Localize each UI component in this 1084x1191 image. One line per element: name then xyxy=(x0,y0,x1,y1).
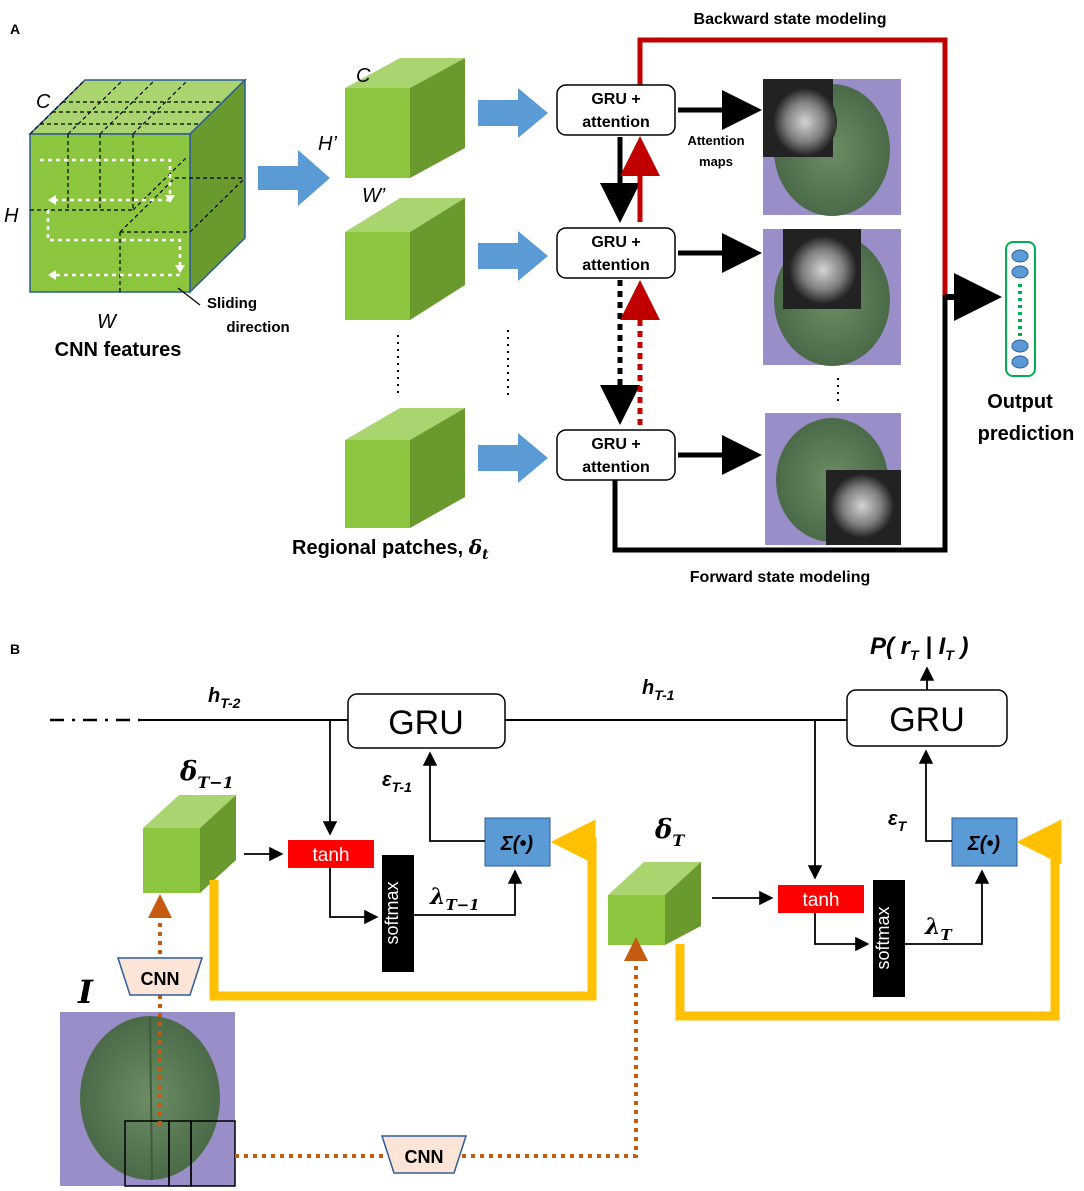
probability-label: P( rT | IT ) xyxy=(870,633,969,663)
forward-label: Forward state modeling xyxy=(690,569,870,586)
patch-delta-t xyxy=(608,862,701,945)
attention-map-2 xyxy=(763,229,901,366)
attention-map-1 xyxy=(763,79,901,216)
blue-arrow-cube xyxy=(258,150,330,206)
gru-box-1: GRU xyxy=(347,693,506,749)
sigma-to-gru-1 xyxy=(422,751,485,842)
epsilon-t: εT xyxy=(888,808,908,834)
cnn-trapezoid-2: CNN xyxy=(380,1135,468,1174)
output-label-1: Output xyxy=(987,391,1053,413)
svg-text:CNN: CNN xyxy=(405,1147,444,1167)
cube-h-label: H xyxy=(4,205,19,227)
yellow-path-1 xyxy=(209,819,597,1001)
sigma-to-gru-2 xyxy=(918,749,952,842)
svg-text:Σ(•): Σ(•) xyxy=(967,833,1000,855)
yellow-path-2 xyxy=(675,819,1062,1021)
cube-c-label: C xyxy=(36,91,51,113)
attention-maps-label-1: Attention xyxy=(687,133,744,148)
image-i-label: I xyxy=(77,973,94,1011)
delta-t: δT xyxy=(654,815,685,850)
input-leaf-image xyxy=(60,1012,236,1187)
sigma-box-1: Σ(•) xyxy=(484,817,551,867)
blue-arrow-2 xyxy=(478,231,548,281)
svg-text:softmax: softmax xyxy=(873,906,893,969)
patch-2 xyxy=(345,198,465,320)
cube-w-label: W xyxy=(97,311,118,333)
sliding-label-2: direction xyxy=(226,319,289,336)
patch-delta-t-minus-1 xyxy=(143,795,236,893)
delta-t-minus-1: δT−1 xyxy=(179,757,234,792)
softmax-to-sigma-1 xyxy=(414,869,523,916)
lambda-t-minus-1: λT−1 xyxy=(429,884,480,914)
lambda-t: λT xyxy=(924,914,953,944)
sliding-label-1: Sliding xyxy=(207,295,257,312)
panel-a-label: A xyxy=(10,21,20,37)
svg-text:GRU: GRU xyxy=(388,704,464,742)
svg-text:GRU: GRU xyxy=(889,701,965,739)
svg-text:tanh: tanh xyxy=(803,890,840,911)
cnn-trapezoid-1: CNN xyxy=(116,957,204,996)
tanh-to-softmax-2 xyxy=(814,913,870,952)
svg-text:attention: attention xyxy=(582,114,650,131)
output-label-2: prediction xyxy=(978,423,1075,445)
svg-text:softmax: softmax xyxy=(382,881,402,944)
tanh-box-1: tanh xyxy=(288,840,374,868)
gru-attention-box-3: GRU + attention xyxy=(556,429,676,481)
svg-text:GRU +: GRU + xyxy=(591,234,640,251)
patch-h-label: H’ xyxy=(318,133,337,155)
patches-caption: Regional patches, δt xyxy=(292,535,489,563)
svg-text:tanh: tanh xyxy=(313,845,350,866)
orange-path-2b xyxy=(462,937,648,1158)
softmax-box-2: softmax xyxy=(873,880,905,997)
svg-text:attention: attention xyxy=(582,257,650,274)
blue-arrow-1 xyxy=(478,88,548,138)
patch-1 xyxy=(345,58,465,178)
blue-arrow-3 xyxy=(478,433,548,483)
attention-map-3 xyxy=(765,413,901,545)
patch-3 xyxy=(345,408,465,528)
backward-label: Backward state modeling xyxy=(694,11,887,28)
cnn-feature-cube xyxy=(28,78,247,294)
svg-text:CNN: CNN xyxy=(141,969,180,989)
gru-box-2: GRU xyxy=(846,689,1008,747)
cnn-features-caption: CNN features xyxy=(55,339,182,361)
svg-text:attention: attention xyxy=(582,459,650,476)
tanh-box-2: tanh xyxy=(778,885,864,913)
softmax-to-sigma-2 xyxy=(905,869,990,945)
svg-text:GRU +: GRU + xyxy=(591,91,640,108)
forward-path xyxy=(612,295,948,553)
h-t-minus-2: hT-2 xyxy=(208,685,241,711)
svg-text:GRU +: GRU + xyxy=(591,436,640,453)
panel-b-label: B xyxy=(10,641,20,657)
gru-attention-box-1: GRU + attention xyxy=(556,84,676,136)
output-vector xyxy=(1005,241,1036,377)
svg-text:Σ(•): Σ(•) xyxy=(500,833,533,855)
patch-w-label: W’ xyxy=(362,185,386,207)
softmax-box-1: softmax xyxy=(382,855,414,972)
epsilon-t-minus-1: εT-1 xyxy=(382,769,412,795)
gru-attention-box-2: GRU + attention xyxy=(556,227,676,279)
tanh-to-softmax-1 xyxy=(329,868,379,925)
attention-maps-label-2: maps xyxy=(699,154,733,169)
patch-c-label: C xyxy=(356,65,371,87)
sigma-box-2: Σ(•) xyxy=(951,817,1018,867)
h-t-minus-1: hT-1 xyxy=(642,677,675,703)
